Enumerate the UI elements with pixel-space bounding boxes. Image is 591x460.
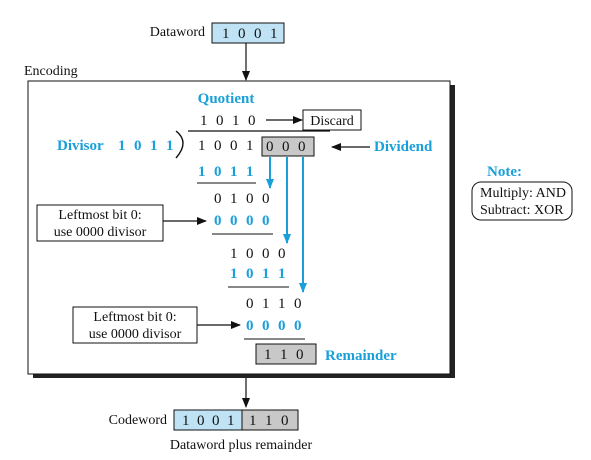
remainder-bit: 0 xyxy=(296,347,304,363)
dividend-bit: 1 xyxy=(198,138,206,154)
step3-result-bit: 0 xyxy=(294,296,302,312)
step1-result-bit: 1 xyxy=(230,191,238,207)
step3-subtrahend-bit: 0 xyxy=(262,318,270,334)
step1-result-bit: 0 xyxy=(214,191,222,207)
quotient-bit: 1 xyxy=(200,113,208,129)
callout-2-line1: Leftmost bit 0: xyxy=(93,310,176,325)
callout-1-line2: use 0000 divisor xyxy=(54,225,147,240)
step2-subtrahend-bit: 0 xyxy=(246,266,254,282)
callout-1-box xyxy=(36,204,164,242)
step2-subtrahend-bit: 1 xyxy=(262,266,270,282)
division-bracket xyxy=(175,130,184,159)
dataword-label: Dataword xyxy=(150,25,205,40)
remainder-bit: 1 xyxy=(280,347,288,363)
step1-subtrahend-bit: 0 xyxy=(230,213,238,229)
step3-subtrahend-bit: 0 xyxy=(246,318,254,334)
encoding-label: Encoding xyxy=(24,64,78,79)
dataword-bit: 0 xyxy=(238,26,246,42)
appended-bit: 0 xyxy=(266,139,274,155)
quotient-bit: 0 xyxy=(248,113,256,129)
codeword-data-bit: 1 xyxy=(227,413,235,429)
codeword-remainder-bit: 1 xyxy=(249,413,257,429)
codeword-caption: Dataword plus remainder xyxy=(170,438,313,453)
step1-subtrahend-bit: 0 xyxy=(246,213,254,229)
callout-2-line2: use 0000 divisor xyxy=(89,327,182,342)
codeword-remainder-box xyxy=(241,409,299,431)
step2-subtrahend-bit: 1 xyxy=(230,266,238,282)
dividend-bit: 0 xyxy=(230,138,238,154)
step3-subtrahend-bit: 0 xyxy=(278,318,286,334)
dataword-bit: 0 xyxy=(254,26,262,42)
step2-result-bit: 1 xyxy=(230,246,238,262)
note-line2: Subtract: XOR xyxy=(480,203,564,218)
step1-result-bit: 0 xyxy=(246,191,254,207)
step0-subtrahend-bit: 1 xyxy=(246,164,254,180)
note-title: Note: xyxy=(487,164,522,180)
callout-2-box xyxy=(72,306,198,344)
codeword-data-bit: 0 xyxy=(212,413,220,429)
dividend-label: Dividend xyxy=(374,139,433,155)
step2-subtrahend-bit: 1 xyxy=(278,266,286,282)
dividend-bit: 1 xyxy=(246,138,254,154)
step1-subtrahend-bit: 0 xyxy=(262,213,270,229)
codeword-label: Codeword xyxy=(109,413,167,428)
divisor-bit: 1 xyxy=(150,138,158,154)
appended-bit: 0 xyxy=(298,139,306,155)
dataword-box xyxy=(211,22,285,44)
step0-subtrahend-bit: 0 xyxy=(214,164,222,180)
callout-1-line1: Leftmost bit 0: xyxy=(58,208,141,223)
step3-result-bit: 0 xyxy=(246,296,254,312)
step3-subtrahend-bit: 0 xyxy=(294,318,302,334)
dataword-bit: 1 xyxy=(270,26,278,42)
step2-result-bit: 0 xyxy=(246,246,254,262)
step0-subtrahend-bit: 1 xyxy=(198,164,206,180)
step2-result-bit: 0 xyxy=(262,246,270,262)
step2-result-bit: 0 xyxy=(278,246,286,262)
dataword-bit: 1 xyxy=(222,26,230,42)
step0-subtrahend-bit: 1 xyxy=(230,164,238,180)
quotient-bit: 1 xyxy=(232,113,240,129)
divisor-label: Divisor xyxy=(57,138,104,154)
divisor-bit: 1 xyxy=(118,138,126,154)
remainder-bit: 1 xyxy=(264,347,272,363)
remainder-box xyxy=(255,343,317,365)
quotient-bit: 0 xyxy=(216,113,224,129)
codeword-remainder-bit: 0 xyxy=(281,413,289,429)
codeword-data-bit: 0 xyxy=(197,413,205,429)
step3-result-bit: 1 xyxy=(278,296,286,312)
step1-result-bit: 0 xyxy=(262,191,270,207)
divisor-bit: 1 xyxy=(166,138,174,154)
discard-label: Discard xyxy=(310,114,354,129)
discard-box xyxy=(302,109,362,131)
remainder-label: Remainder xyxy=(325,348,397,364)
appended-zeros-box xyxy=(261,136,315,157)
codeword-data-bit: 1 xyxy=(182,413,190,429)
codeword-remainder-bit: 1 xyxy=(265,413,273,429)
quotient-label: Quotient xyxy=(198,91,255,107)
divisor-bit: 0 xyxy=(134,138,142,154)
note-line1: Multiply: AND xyxy=(480,186,566,201)
step3-result-bit: 1 xyxy=(262,296,270,312)
dividend-bit: 0 xyxy=(214,138,222,154)
step1-subtrahend-bit: 0 xyxy=(214,213,222,229)
appended-bit: 0 xyxy=(282,139,290,155)
note-box xyxy=(471,181,573,221)
